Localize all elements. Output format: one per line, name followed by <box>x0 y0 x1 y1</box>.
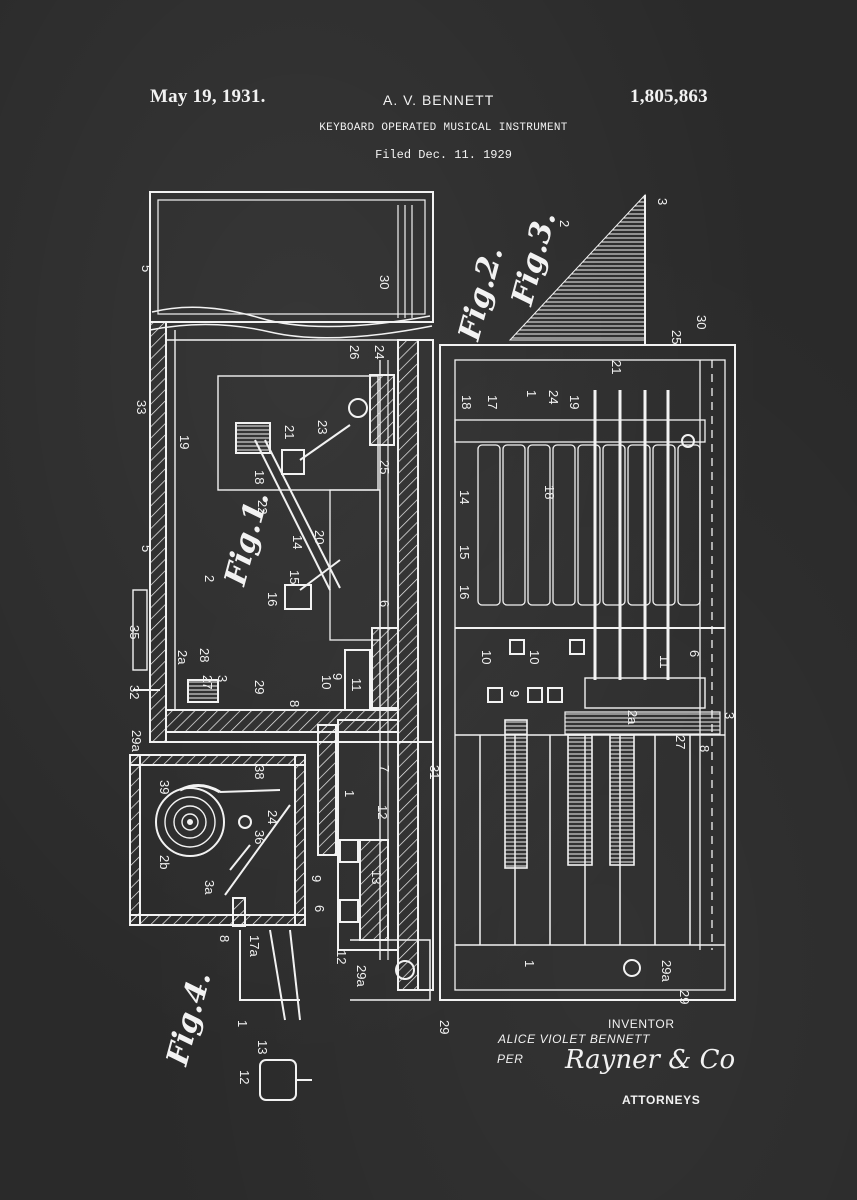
svg-text:14: 14 <box>457 490 472 504</box>
svg-text:20: 20 <box>312 530 327 544</box>
svg-text:2a: 2a <box>625 710 640 725</box>
svg-text:10: 10 <box>319 675 334 689</box>
svg-text:10: 10 <box>479 650 494 664</box>
svg-text:15: 15 <box>287 570 302 584</box>
svg-text:36: 36 <box>252 830 267 844</box>
svg-text:38: 38 <box>252 765 267 779</box>
svg-text:16: 16 <box>265 592 280 606</box>
svg-text:9: 9 <box>309 875 324 882</box>
svg-text:29: 29 <box>437 1020 452 1034</box>
svg-text:19: 19 <box>177 435 192 449</box>
svg-text:3: 3 <box>655 198 670 205</box>
svg-text:22: 22 <box>255 500 270 514</box>
svg-text:13: 13 <box>369 870 384 884</box>
svg-text:6: 6 <box>687 650 702 657</box>
svg-text:3: 3 <box>722 712 737 719</box>
svg-text:21: 21 <box>609 360 624 374</box>
svg-text:2a: 2a <box>175 650 190 665</box>
svg-text:27: 27 <box>673 735 688 749</box>
svg-text:2: 2 <box>557 220 572 227</box>
svg-text:31: 31 <box>427 765 442 779</box>
svg-text:18: 18 <box>252 470 267 484</box>
svg-text:29a: 29a <box>659 960 674 982</box>
svg-text:13: 13 <box>255 1040 270 1054</box>
svg-text:35: 35 <box>127 625 142 639</box>
svg-text:25: 25 <box>669 330 684 344</box>
svg-text:10: 10 <box>527 650 542 664</box>
svg-text:9: 9 <box>507 690 522 697</box>
svg-text:9: 9 <box>330 673 345 680</box>
fig4-drawing <box>129 754 312 1101</box>
svg-text:28: 28 <box>197 648 212 662</box>
svg-text:12: 12 <box>334 950 349 964</box>
svg-text:16: 16 <box>457 585 472 599</box>
ref-30a: 30 <box>377 275 392 289</box>
svg-text:3: 3 <box>215 675 230 682</box>
svg-text:2: 2 <box>202 575 217 582</box>
svg-text:24: 24 <box>372 345 387 359</box>
attorneys-label: ATTORNEYS <box>622 1093 701 1107</box>
svg-text:32: 32 <box>127 685 142 699</box>
ref-33: 33 <box>134 400 149 414</box>
attorney-signature: Rayner & Co <box>565 1045 736 1075</box>
ref-5a: 5 <box>139 265 154 272</box>
patent-date: May 19, 1931. <box>150 86 266 107</box>
svg-text:25: 25 <box>377 460 392 474</box>
svg-text:1: 1 <box>235 1020 250 1027</box>
svg-text:30: 30 <box>694 315 709 329</box>
svg-text:39: 39 <box>157 780 172 794</box>
fig3-drawing <box>439 193 736 1001</box>
svg-text:2b: 2b <box>157 855 172 869</box>
svg-text:29a: 29a <box>354 965 369 987</box>
svg-text:8: 8 <box>217 935 232 942</box>
svg-text:27: 27 <box>200 675 215 689</box>
per-label: PER <box>497 1052 524 1066</box>
svg-text:24: 24 <box>265 810 280 824</box>
fig1-drawing <box>132 191 434 1001</box>
filed-date: Filed Dec. 11. 1929 <box>375 148 512 162</box>
svg-text:8: 8 <box>287 700 302 707</box>
svg-text:6: 6 <box>312 905 327 912</box>
svg-text:1: 1 <box>522 960 537 967</box>
svg-text:29: 29 <box>252 680 267 694</box>
svg-text:29a: 29a <box>129 730 144 752</box>
svg-text:19: 19 <box>567 395 582 409</box>
svg-text:21: 21 <box>282 425 297 439</box>
svg-text:26: 26 <box>347 345 362 359</box>
svg-text:18: 18 <box>542 485 557 499</box>
patent-title: KEYBOARD OPERATED MUSICAL INSTRUMENT <box>319 122 568 134</box>
svg-text:12: 12 <box>375 805 390 819</box>
svg-text:1: 1 <box>342 790 357 797</box>
svg-text:24: 24 <box>546 390 561 404</box>
svg-text:12: 12 <box>237 1070 252 1084</box>
inventor-label: INVENTOR <box>608 1017 675 1031</box>
svg-text:14: 14 <box>290 535 305 549</box>
svg-text:18: 18 <box>459 395 474 409</box>
svg-text:5: 5 <box>139 545 154 552</box>
svg-text:7: 7 <box>377 765 392 772</box>
svg-text:15: 15 <box>457 545 472 559</box>
svg-text:11: 11 <box>349 678 364 692</box>
svg-text:1: 1 <box>524 390 539 397</box>
svg-text:17: 17 <box>485 395 500 409</box>
svg-text:11: 11 <box>657 655 672 669</box>
svg-text:29: 29 <box>677 990 692 1004</box>
patent-number: 1,805,863 <box>630 86 708 107</box>
inventor-name: ALICE VIOLET BENNETT <box>498 1032 651 1046</box>
svg-text:3a: 3a <box>202 880 217 895</box>
svg-text:8: 8 <box>697 745 712 752</box>
inventor-header: A. V. BENNETT <box>383 92 495 108</box>
svg-text:17a: 17a <box>247 935 262 957</box>
svg-text:6: 6 <box>377 600 392 607</box>
svg-text:23: 23 <box>315 420 330 434</box>
